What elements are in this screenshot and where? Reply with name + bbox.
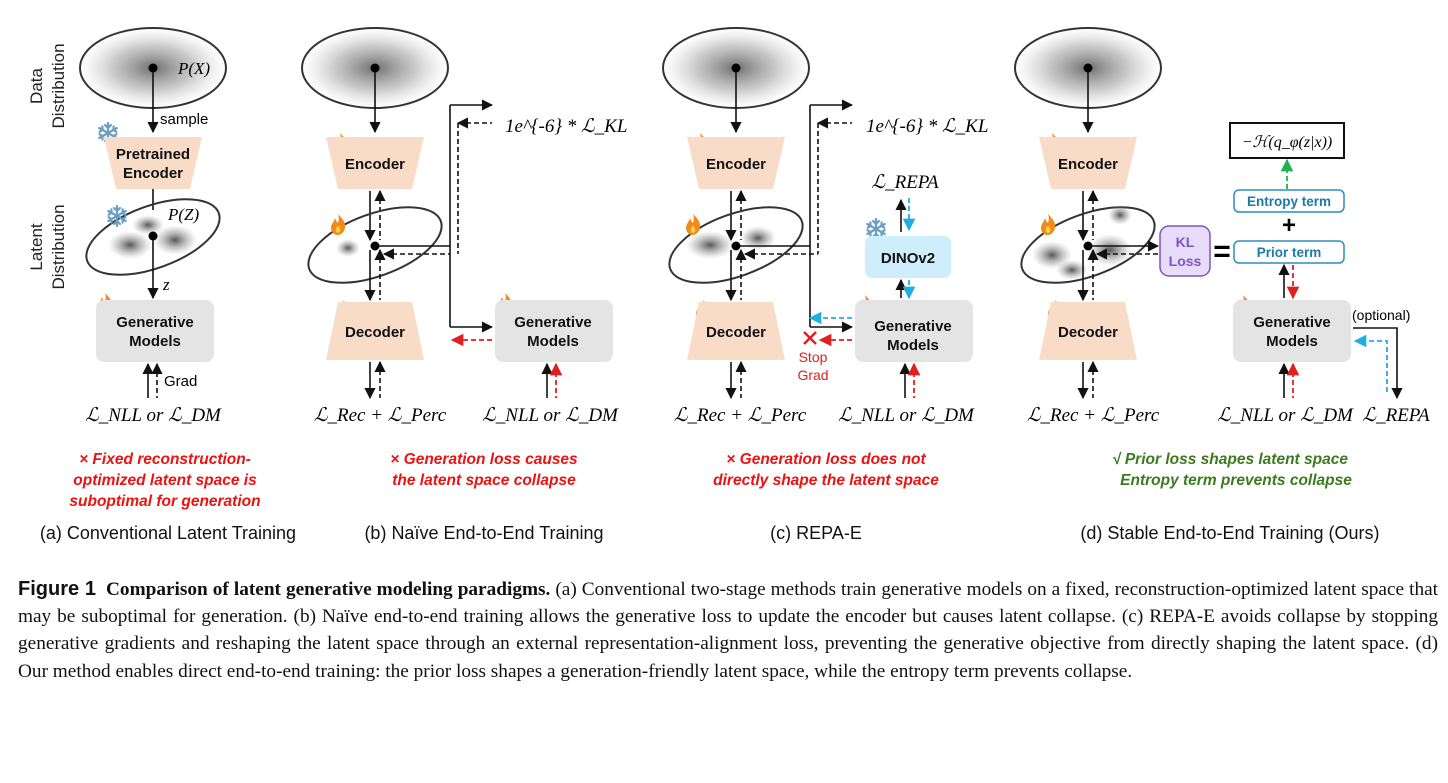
- encoder: [1039, 137, 1137, 189]
- svg-text:Stop: Stop: [799, 349, 828, 365]
- svg-text:Data: Data: [27, 68, 46, 104]
- svg-text:KL: KL: [1176, 234, 1195, 250]
- optional-label: (optional): [1352, 307, 1410, 323]
- loss-label: ℒ_NLL or ℒ_DM: [85, 405, 222, 426]
- svg-text:Prior term: Prior term: [1257, 245, 1322, 260]
- repa-loss-label: ℒ_REPA: [1362, 405, 1430, 426]
- panel-a: P(X) sample Pretrained Encoder P(Z) z Ge…: [40, 27, 296, 543]
- svg-text:suboptimal for generation: suboptimal for generation: [69, 493, 260, 510]
- latent-distribution-ellipse: [307, 206, 443, 284]
- grad-label: Grad: [164, 373, 197, 390]
- svg-text:× Fixed reconstruction-: × Fixed reconstruction-: [79, 451, 251, 468]
- latent-distribution-ellipse: [1020, 205, 1156, 284]
- latent-distribution-ellipse: [85, 198, 221, 276]
- axis-label-data: Data Distribution: [27, 43, 68, 128]
- svg-text:Models: Models: [1266, 333, 1318, 350]
- entropy-formula-box: [1229, 122, 1345, 159]
- panel-d-caption: (d) Stable End-to-End Training (Ours): [1080, 523, 1379, 543]
- svg-text:DINOv2: DINOv2: [881, 250, 935, 267]
- loss-label: ℒ_NLL or ℒ_DM: [838, 405, 975, 426]
- svg-text:Pretrained: Pretrained: [116, 146, 190, 163]
- sample-label: sample: [160, 111, 208, 128]
- pz-label: P(Z): [167, 205, 200, 224]
- decoder: [1039, 302, 1137, 360]
- svg-text:Encoder: Encoder: [123, 165, 183, 182]
- encoder: [687, 137, 785, 189]
- generative-models: [495, 300, 613, 362]
- svg-text:Decoder: Decoder: [1058, 324, 1118, 341]
- svg-text:√ Prior loss shapes latent spa: √ Prior loss shapes latent space: [1112, 451, 1348, 468]
- svg-text:Distribution: Distribution: [49, 204, 68, 289]
- svg-text:Generative: Generative: [1253, 314, 1331, 331]
- figure-caption: Figure 1 Comparison of latent generative…: [18, 576, 1438, 685]
- kl-loss-label: 1e^{-6} * ℒ_KL: [866, 116, 988, 137]
- panel-c: Encoder 1e^{-6} * ℒ_KL Stop Grad Decoder: [662, 27, 988, 543]
- z-label: z: [162, 275, 170, 294]
- svg-text:Distribution: Distribution: [49, 43, 68, 128]
- svg-text:Decoder: Decoder: [345, 324, 405, 341]
- svg-text:directly shape the latent spac: directly shape the latent space: [713, 472, 939, 489]
- svg-text:Generative: Generative: [514, 314, 592, 331]
- flame-icon: [1041, 214, 1056, 235]
- generative-models: [1233, 300, 1351, 362]
- kl-loss-block: [1159, 225, 1211, 277]
- pretrained-encoder: [104, 137, 202, 189]
- svg-text:the latent space collapse: the latent space collapse: [392, 472, 576, 489]
- svg-text:Grad: Grad: [797, 367, 828, 383]
- svg-text:Models: Models: [129, 333, 181, 350]
- decoder: [687, 302, 785, 360]
- latent-distribution-ellipse: [668, 206, 804, 284]
- generative-models: [855, 300, 973, 362]
- svg-text:optimized latent space is: optimized latent space is: [73, 472, 257, 489]
- svg-text:Entropy term: Entropy term: [1247, 194, 1331, 209]
- svg-text:Loss: Loss: [1169, 253, 1202, 269]
- svg-text:Latent: Latent: [27, 223, 46, 271]
- svg-text:Encoder: Encoder: [345, 156, 405, 173]
- svg-text:Encoder: Encoder: [1058, 156, 1118, 173]
- loss-label: ℒ_NLL or ℒ_DM: [482, 405, 619, 426]
- svg-text:Models: Models: [527, 333, 579, 350]
- repa-loss-label: ℒ_REPA: [871, 172, 939, 193]
- panel-a-caption: (a) Conventional Latent Training: [40, 523, 296, 543]
- svg-text:Generative: Generative: [874, 318, 952, 335]
- flame-icon: [686, 214, 701, 235]
- panel-b-caption: (b) Naïve End-to-End Training: [364, 523, 603, 543]
- encoder: [326, 137, 424, 189]
- rec-loss-label: ℒ_Rec + ℒ_Perc: [314, 405, 447, 426]
- kl-loss-label: 1e^{-6} * ℒ_KL: [505, 116, 627, 137]
- rec-loss-label: ℒ_Rec + ℒ_Perc: [674, 405, 807, 426]
- svg-text:Entropy term prevents collapse: Entropy term prevents collapse: [1120, 472, 1352, 489]
- panel-c-caption: (c) REPA-E: [770, 523, 862, 543]
- svg-text:−ℋ(q_φ(z|x)): −ℋ(q_φ(z|x)): [1242, 134, 1333, 151]
- svg-text:Encoder: Encoder: [706, 156, 766, 173]
- figure-diagram: Data Distribution Latent Distribution P(…: [27, 27, 1430, 543]
- equals-sign: =: [1213, 235, 1231, 268]
- entropy-term-box: [1233, 189, 1345, 213]
- svg-text:Models: Models: [887, 337, 939, 354]
- axis-label-latent: Latent Distribution: [27, 204, 68, 289]
- generative-models: [96, 300, 214, 362]
- panel-b: Encoder 1e^{-6} * ℒ_KL Decoder ℒ_Rec + ℒ…: [301, 27, 627, 543]
- figure-title: Comparison of latent generative modeling…: [106, 579, 551, 600]
- svg-text:× Generation loss causes: × Generation loss causes: [390, 451, 578, 468]
- prior-term-box: [1233, 240, 1345, 264]
- px-label: P(X): [177, 59, 210, 78]
- figure-caption-body: (a) Conventional two-stage methods train…: [18, 579, 1439, 682]
- panel-d: Encoder Decoder ℒ_Rec + ℒ_Perc KL Loss =…: [1014, 27, 1430, 543]
- dinov2-block: [865, 236, 951, 278]
- svg-text:× Generation loss does not: × Generation loss does not: [726, 451, 926, 468]
- flame-icon: [331, 214, 346, 235]
- data-distribution-ellipse: [79, 27, 227, 109]
- figure-number: Figure 1: [18, 578, 96, 600]
- plus-sign: +: [1282, 212, 1296, 239]
- decoder: [326, 302, 424, 360]
- rec-loss-label: ℒ_Rec + ℒ_Perc: [1027, 405, 1160, 426]
- svg-text:Decoder: Decoder: [706, 324, 766, 341]
- stop-grad-icon: [803, 331, 817, 345]
- loss-label: ℒ_NLL or ℒ_DM: [1217, 405, 1354, 426]
- svg-text:Generative: Generative: [116, 314, 194, 331]
